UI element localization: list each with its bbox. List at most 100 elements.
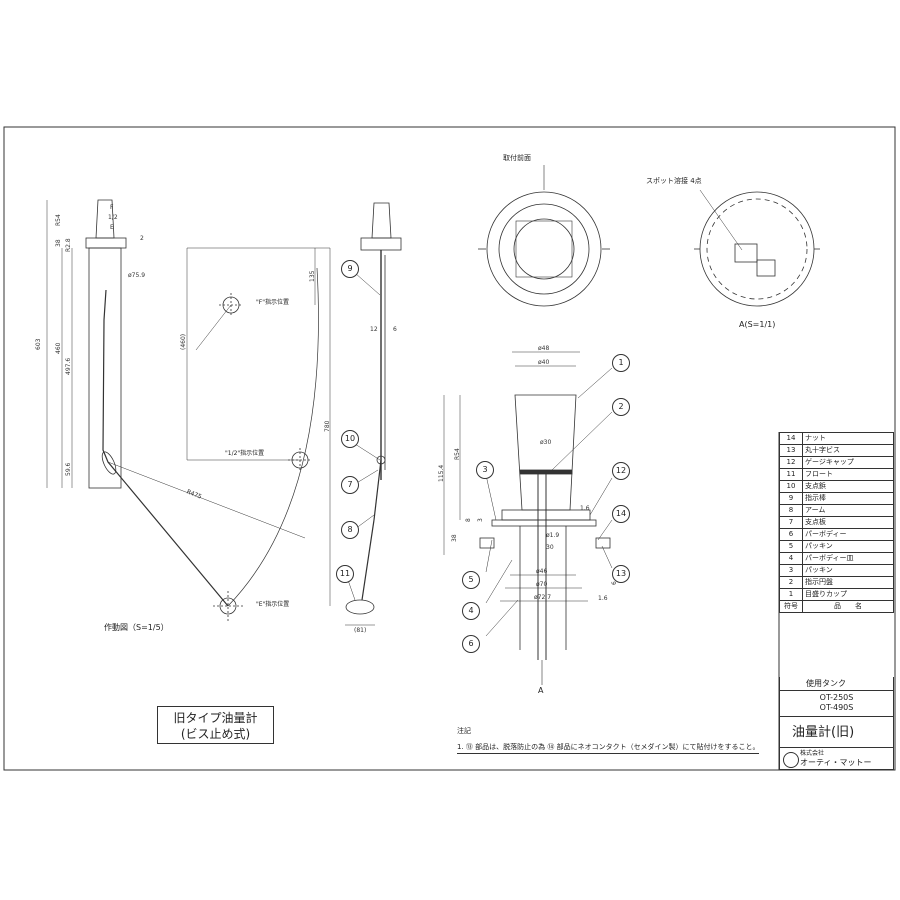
part-number: 14: [779, 432, 803, 445]
part-number: 3: [779, 564, 803, 577]
dim-r54-section: R54: [454, 448, 461, 460]
dim-115-4: 115.4: [438, 464, 445, 482]
dim-o1-9: ø1.9: [546, 532, 560, 539]
part-number: 8: [779, 504, 803, 517]
table-header-row: 符号品 名: [779, 600, 894, 613]
dim-81: (81): [354, 627, 367, 634]
callout-8: 8: [341, 521, 359, 539]
part-number: 4: [779, 552, 803, 565]
part-number: 1: [779, 588, 803, 601]
tank-models: OT-250S OT-490S: [779, 691, 894, 717]
part-name: パッキン: [802, 540, 894, 553]
tank-model-490: OT-490S: [819, 703, 854, 712]
part-number: 9: [779, 492, 803, 505]
gauge-mark-f: F: [110, 204, 114, 211]
dim-497-6: 497.6: [65, 357, 72, 375]
header-number: 符号: [779, 600, 803, 613]
view-a-caption: A(S=1/1): [739, 320, 776, 329]
drawing-title: 油量計(旧): [779, 717, 894, 748]
part-name: パッキン: [802, 564, 894, 577]
section-view: [443, 351, 611, 685]
old-type-line1: 旧タイプ油量計: [173, 711, 258, 725]
part-number: 11: [779, 468, 803, 481]
position-half-label: "1/2"指示位置: [225, 450, 265, 457]
callout-9: 9: [341, 260, 359, 278]
dim-1-6-bottom: 1.6: [598, 595, 608, 602]
company-name: オーティ・マットー: [800, 758, 872, 767]
part-name: 目盛りカップ: [802, 588, 894, 601]
callout-5: 5: [462, 571, 480, 589]
header-name: 品 名: [802, 600, 894, 613]
plan-view-a: [694, 189, 820, 307]
dim-135: 135: [309, 270, 316, 282]
callout-11: 11: [336, 565, 354, 583]
part-name: ゲージキャップ: [802, 456, 894, 469]
callout-leaders: [347, 272, 613, 637]
company-block: 株式会社 オーティ・マットー: [779, 748, 894, 770]
dim-2: 2: [140, 235, 144, 242]
dim-780: 780: [324, 420, 331, 432]
notes: 注記 1. ⑬ 部品は、脱落防止の為 ⑭ 部品にネオコンタクト（セメダイン製）に…: [457, 726, 760, 754]
part-number: 10: [779, 480, 803, 493]
side-view: [345, 202, 402, 626]
dim-o40: ø40: [538, 359, 550, 366]
part-name: 指示円盤: [802, 576, 894, 589]
tank-model-250: OT-250S: [819, 693, 854, 702]
plan-view-top: [478, 165, 610, 307]
dim-59-6: 59.6: [65, 462, 72, 476]
dim-3: 3: [477, 518, 484, 522]
mount-front-label: 取付前面: [503, 154, 531, 162]
old-type-line2: (ビス止め式): [180, 727, 251, 741]
part-number: 12: [779, 456, 803, 469]
section-arrow-label: A: [538, 686, 544, 695]
part-name: パーボディー皿: [802, 552, 894, 565]
company-logo-icon: [783, 752, 799, 768]
dim-o30: ø30: [540, 439, 552, 446]
part-name: ナット: [802, 432, 894, 445]
gauge-mark-half: 1/2: [108, 214, 118, 221]
notes-line-1: 1. ⑬ 部品は、脱落防止の為 ⑭ 部品にネオコンタクト（セメダイン製）にて貼付…: [457, 742, 760, 754]
callout-1: 1: [612, 354, 630, 372]
callout-2: 2: [612, 398, 630, 416]
motion-view: [46, 199, 331, 621]
part-number: 7: [779, 516, 803, 529]
position-e-label: "E"指示位置: [256, 601, 290, 608]
part-name: 丸十字ビス: [802, 444, 894, 457]
part-name: パーボディー: [802, 528, 894, 541]
company-prefix: 株式会社: [800, 750, 825, 757]
dim-38: 38: [55, 239, 62, 247]
spot-weld-label: スポット溶接 4点: [646, 177, 702, 185]
dim-30: 30: [546, 544, 554, 551]
part-name: 支点鋲: [802, 480, 894, 493]
dim-1-6-top: 1.6: [580, 505, 590, 512]
part-name: フロート: [802, 468, 894, 481]
callout-10: 10: [341, 430, 359, 448]
callout-6: 6: [462, 635, 480, 653]
dim-o70: ø70: [536, 581, 548, 588]
dim-38-section: 38: [451, 534, 458, 542]
dim-r2-8: R2.8: [65, 238, 72, 252]
callout-7: 7: [341, 476, 359, 494]
dim-603: 603: [35, 338, 42, 350]
part-number: 6: [779, 528, 803, 541]
part-number: 5: [779, 540, 803, 553]
position-f-label: "F"指示位置: [256, 299, 289, 306]
callout-4: 4: [462, 602, 480, 620]
dim-460-ref: (460): [180, 333, 187, 350]
callout-12: 12: [612, 462, 630, 480]
dim-6: 6: [393, 326, 397, 333]
